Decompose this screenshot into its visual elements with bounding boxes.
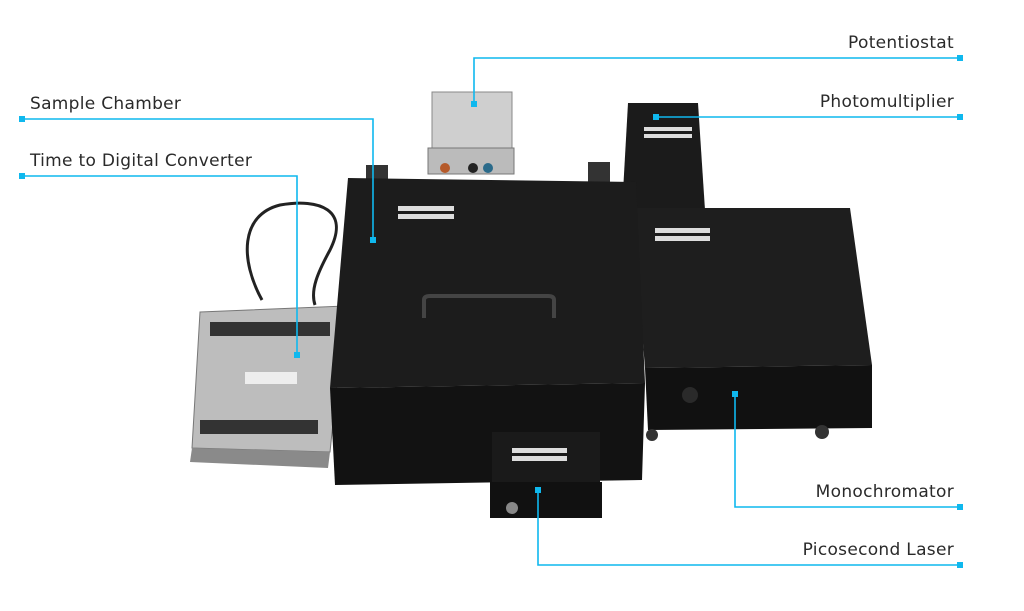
time-to-digital-converter-device	[190, 305, 346, 468]
cable	[245, 201, 338, 306]
monochromator-device	[632, 208, 872, 441]
label-photomultiplier: Photomultiplier	[819, 92, 954, 112]
picosecond-laser-device	[490, 432, 602, 518]
leader-line-tdc	[22, 175, 298, 355]
label-potentiostat: Potentiostat	[848, 33, 954, 53]
label-picosecond-laser: Picosecond Laser	[802, 540, 954, 560]
photomultiplier-device	[622, 103, 705, 210]
potentiostat-device	[427, 91, 515, 175]
leader-line-laser	[537, 490, 960, 566]
leader-line-monochromator	[734, 394, 960, 508]
label-tdc: Time to Digital Converter	[30, 151, 253, 171]
leader-line-sample-chamber	[22, 118, 374, 240]
label-sample-chamber: Sample Chamber	[30, 94, 182, 114]
leader-line-potentiostat	[473, 57, 960, 104]
label-monochromator: Monochromator	[815, 482, 954, 502]
